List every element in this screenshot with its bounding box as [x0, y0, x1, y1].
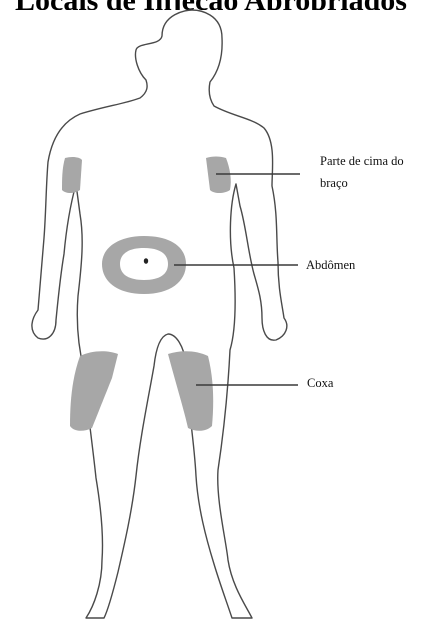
abdomen-label: Abdômen	[306, 254, 355, 276]
navel-mark	[144, 258, 148, 264]
human-body-outline	[32, 10, 287, 618]
thigh-left-zone	[70, 351, 118, 431]
upper-arm-label: Parte de cima do braço	[320, 150, 422, 194]
abdomen-zone	[102, 236, 186, 294]
thigh-right-zone	[168, 351, 213, 431]
thigh-label: Coxa	[307, 372, 333, 394]
upper-arm-left-zone	[62, 157, 82, 193]
